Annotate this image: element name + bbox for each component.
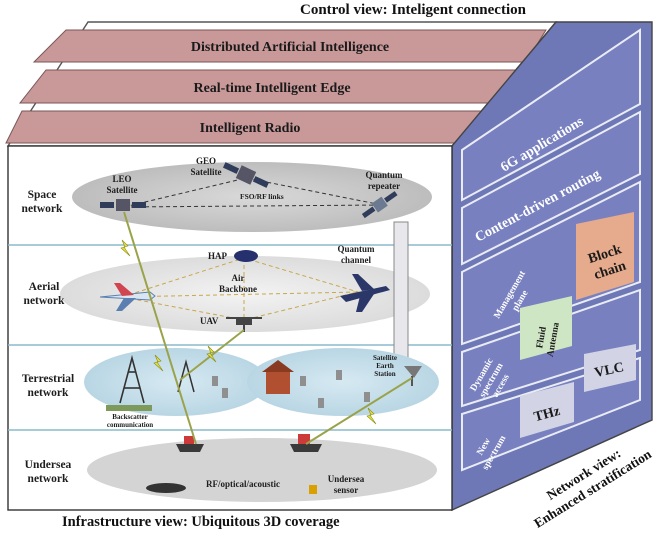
network-label-thz: THz xyxy=(532,404,561,425)
cross-layer-links xyxy=(123,211,413,445)
block-chain-box xyxy=(576,212,634,300)
hap-icon xyxy=(234,250,258,262)
quantum-channel-plane-icon xyxy=(340,274,390,312)
satellite-earth-station-icon xyxy=(404,366,422,386)
cell-tower-icon xyxy=(177,359,195,393)
label-rf-optical-acoustic: RF/optical/acoustic xyxy=(206,479,280,489)
submarine-icon xyxy=(146,483,186,493)
vlc-box xyxy=(584,344,636,392)
air-backbone-links xyxy=(121,257,360,321)
airplane-icon xyxy=(99,283,156,311)
small-device-icons xyxy=(212,370,370,408)
thz-box xyxy=(520,382,574,438)
terrestrial-ellipse-right xyxy=(247,348,439,416)
caption-control-view: Control view: Inteligent connection xyxy=(300,2,526,18)
undersea-ellipse xyxy=(87,438,437,502)
ship-icon xyxy=(176,436,204,452)
control-layer-label-2: Real-time Intelligent Edge xyxy=(193,81,350,96)
undersea-sensor-icon xyxy=(309,485,317,494)
network-layer-6g-applications xyxy=(461,28,641,202)
backscatter-tag-icon xyxy=(106,405,152,411)
quantum-repeater-icon xyxy=(361,191,398,219)
network-label-vlc: VLC xyxy=(593,360,625,381)
space-ellipse xyxy=(72,162,432,232)
quantum-channel-tube xyxy=(393,221,409,365)
label-hap: HAP xyxy=(208,251,228,261)
ship-icon xyxy=(290,434,322,452)
caption-infrastructure-view: Infrastructure view: Ubiquitous 3D cover… xyxy=(62,514,340,530)
cell-tower-icon xyxy=(119,354,145,404)
control-layer-label-1: Distributed Artificial Intelligence xyxy=(191,40,389,55)
building-icon xyxy=(262,360,294,394)
label-fso-rf-links: FSO/RF links xyxy=(240,192,284,201)
label-uav: UAV xyxy=(200,316,219,326)
aerial-ellipse xyxy=(60,256,430,332)
fluid-antenna-box xyxy=(520,296,572,360)
geo-satellite-icon xyxy=(222,162,270,188)
control-layer-label-3: Intelligent Radio xyxy=(200,121,301,136)
network-layer-content-routing xyxy=(461,110,641,266)
leo-satellite-icon xyxy=(100,199,146,211)
space-links xyxy=(123,177,383,208)
lightning-icons xyxy=(120,239,377,425)
